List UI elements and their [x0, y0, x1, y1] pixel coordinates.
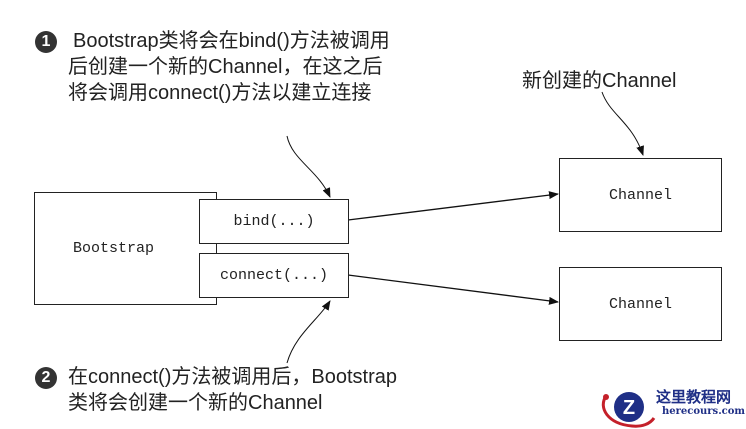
connect-label: connect(...) — [219, 267, 329, 284]
arrow-connect-to-channel-2 — [347, 274, 559, 305]
svg-text:Z: Z — [623, 397, 635, 419]
channel-box-2: Channel — [559, 267, 722, 341]
bind-label: bind(...) — [233, 213, 315, 230]
note-1-line-3: 将会调用connect()方法以建立连接 — [68, 82, 372, 104]
watermark-logo-icon: Z — [601, 392, 656, 428]
note-2-line-1: 在connect()方法被调用后，Bootstrap — [68, 366, 397, 388]
pointer-note1-to-bind — [286, 135, 331, 198]
note-1-line-1: Bootstrap类将会在bind()方法被调用 — [73, 30, 390, 52]
watermark-title: 这里教程网 — [656, 388, 732, 406]
note-2-line-2: 类将会创建一个新的Channel — [68, 392, 323, 414]
new-channel-label: 新创建的Channel — [522, 70, 677, 92]
arrow-bind-to-channel-1 — [347, 191, 559, 221]
connect-method-box: connect(...) — [199, 253, 349, 298]
bind-method-box: bind(...) — [199, 199, 349, 244]
pointer-label-to-channel-1 — [601, 91, 644, 156]
channel-box-1: Channel — [559, 158, 722, 232]
pointer-note2-to-connect — [286, 300, 331, 364]
channel-1-label: Channel — [608, 186, 672, 204]
channel-2-label: Channel — [608, 295, 672, 313]
bootstrap-box: Bootstrap — [34, 192, 217, 305]
watermark-url: herecours.com — [662, 406, 746, 417]
step-1-badge: 1 — [35, 31, 57, 53]
note-1-line-2: 后创建一个新的Channel，在这之后 — [68, 56, 383, 78]
step-2-badge: 2 — [35, 367, 57, 389]
bootstrap-label: Bootstrap — [73, 240, 155, 257]
